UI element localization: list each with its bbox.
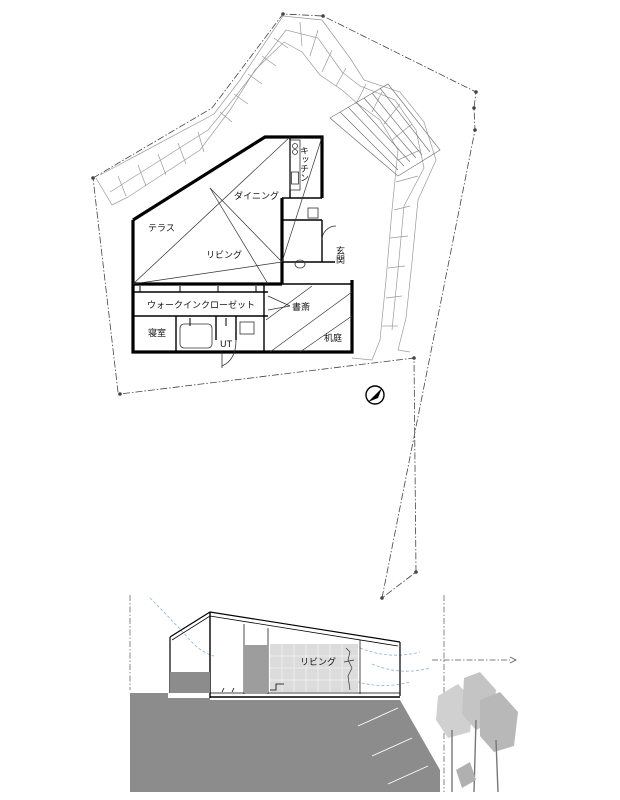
north-arrow-icon: [365, 385, 385, 405]
section-floor-steps: [221, 683, 284, 693]
trees: [436, 672, 518, 793]
room-label-living: リビング: [206, 249, 242, 261]
room-label-bedroom: 寝室: [148, 327, 166, 339]
room-label-utility: UT: [220, 340, 233, 350]
bath-fixtures: [179, 207, 337, 368]
room-label-study: 書斎: [292, 301, 310, 313]
room-label-walk-in-closet: ウォークインクローゼット: [147, 299, 255, 311]
section-living-grid: [270, 644, 358, 692]
ground-mass: [130, 693, 440, 792]
section-arrow-head: [509, 656, 517, 664]
roof-lines: [132, 136, 353, 353]
house-walls: [131, 135, 354, 354]
room-label-terrace: テラス: [148, 223, 175, 234]
section-lower-block: [170, 672, 210, 693]
section-label-living: リビング: [300, 656, 336, 668]
room-label-entrance: 玄関: [334, 245, 345, 265]
room-label-dining: ダイニング: [234, 190, 279, 202]
kitchen-counter: [289, 139, 301, 191]
section-building: [169, 611, 401, 698]
room-label-kitchen: キッチン: [298, 146, 309, 182]
site-boundary-vertices: [91, 12, 478, 600]
deck-band: [95, 15, 437, 361]
stair-block: [329, 83, 441, 177]
section-figure: [343, 647, 355, 691]
room-label-desk-garden: 机庭: [324, 332, 342, 344]
ground-lines: [357, 707, 429, 785]
section-drawing: リビング: [129, 595, 518, 793]
floor-plan: キッチン ダイニング テラス リビング 玄関 ウォークインクローゼット 書斎 寝…: [91, 12, 478, 600]
section-boundary-lines: [129, 595, 510, 792]
house-interior-walls: [133, 137, 352, 352]
section-wall-block: [244, 645, 268, 693]
closet-marks: [139, 286, 257, 326]
airflow-lines: [149, 597, 431, 686]
